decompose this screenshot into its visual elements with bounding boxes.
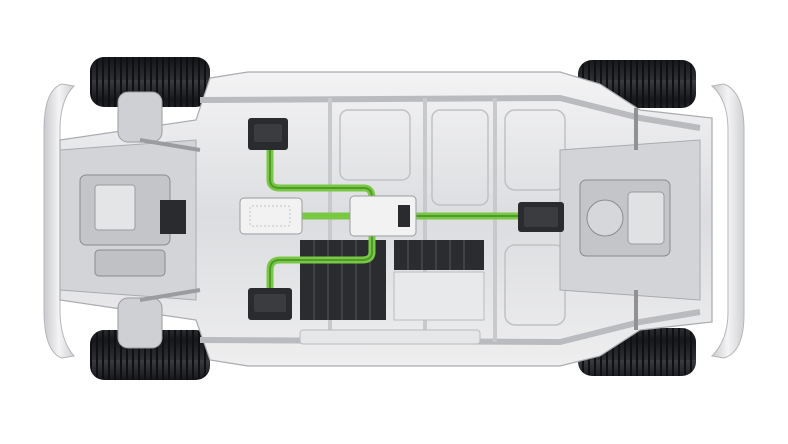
rear-gearbox <box>627 191 665 245</box>
suspension <box>117 91 638 349</box>
battery-module-light <box>393 271 485 321</box>
front-motor-cover <box>94 184 136 231</box>
front-drive-unit <box>79 174 186 277</box>
cable-front-top-shade <box>269 147 373 206</box>
side-sill <box>299 329 481 345</box>
rear-bumper <box>710 83 745 359</box>
front-right-knuckle <box>117 297 163 349</box>
cable-front-bottom-shade <box>269 231 373 291</box>
front-control-arm-right <box>139 288 201 302</box>
left-rail <box>199 94 701 131</box>
junction-box-front-vent <box>249 205 291 227</box>
front-left-knuckle <box>117 91 163 143</box>
battery-pack <box>300 240 485 321</box>
front-bumper <box>43 83 76 359</box>
charger-module-bottom-lid <box>254 294 286 312</box>
cell-dividers <box>313 240 465 320</box>
battery-block-right <box>394 240 484 270</box>
rear-motor-rotor <box>586 199 624 237</box>
floor-emboss-2 <box>431 109 489 206</box>
charger-module-top-lid <box>254 124 282 142</box>
front-left-tire <box>90 57 210 107</box>
junction-box-center-connector <box>398 205 410 227</box>
bumpers <box>43 83 745 359</box>
floor-emboss-1 <box>339 109 411 181</box>
front-control-arm-left <box>139 138 201 152</box>
front-aux-unit <box>94 249 166 277</box>
hv-cables <box>266 144 522 294</box>
front-inverter <box>160 200 186 234</box>
power-electronics <box>239 118 564 320</box>
junction-box-front <box>239 197 303 235</box>
rear-inverter-lid <box>524 207 558 227</box>
rear-drive-unit <box>579 179 671 257</box>
